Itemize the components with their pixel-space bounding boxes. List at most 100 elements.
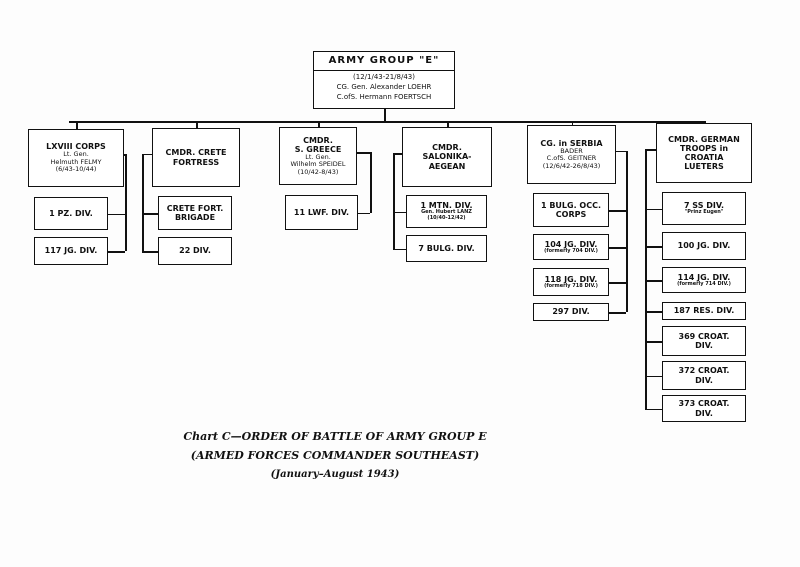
bracket-line (370, 152, 372, 213)
division-box: 11 LWF. DIV. (285, 195, 358, 230)
command-line: Lt. Gen. (305, 152, 331, 161)
division-label: "Prinz Eugen" (684, 209, 724, 216)
command-connector (76, 121, 78, 129)
division-box: CRETE FORT.BRIGADE (158, 196, 232, 230)
bracket-line (626, 150, 628, 312)
division-label: (formerly 704 DIV.) (544, 247, 598, 254)
command-line: LUETERS (684, 162, 724, 172)
caption-dates: (January–August 1943) (270, 469, 400, 480)
bracket-line (393, 153, 395, 249)
branch-stub (645, 375, 662, 377)
division-box: 22 DIV. (158, 237, 232, 265)
command-connector (318, 121, 320, 127)
division-label: 22 DIV. (179, 246, 211, 256)
branch-stub (108, 213, 125, 215)
command-line: Helmuth FELMY (50, 157, 102, 166)
command-line: AEGEAN (428, 161, 466, 171)
command-line: LXVIII CORPS (46, 142, 106, 152)
main-bus-line (69, 121, 706, 123)
division-label: 118 JG. DIV. (544, 274, 598, 284)
command-line: Lt. Gen. (63, 150, 89, 159)
division-label: 297 DIV. (552, 307, 590, 317)
division-box: 297 DIV. (533, 303, 609, 321)
command-connector (196, 121, 198, 128)
branch-stub (609, 210, 626, 212)
division-label: 114 JG. DIV. (677, 272, 731, 282)
branch-stub (393, 211, 406, 213)
command-line: CMDR. (303, 135, 333, 145)
command-line: CMDR. (432, 143, 462, 153)
division-box: 114 JG. DIV.(formerly 714 DIV.) (662, 267, 746, 293)
branch-stub (645, 311, 662, 313)
division-box: 373 CROAT.DIV. (662, 395, 746, 422)
division-label: 7 BULG. DIV. (418, 243, 475, 253)
division-box: 100 JG. DIV. (662, 232, 746, 260)
division-label: (10/40-12/42) (427, 215, 466, 222)
root-dates: (12/1/43-21/8/43) (353, 72, 415, 81)
branch-stub (108, 251, 125, 253)
division-label: 1 BULG. OCC. (540, 200, 601, 210)
command-box: CMDR.SALONIKA-AEGEAN (402, 127, 492, 187)
command-line: CMDR. GERMAN (668, 134, 740, 144)
command-connector (571, 121, 573, 125)
division-label: 372 CROAT. (678, 366, 730, 376)
division-label: 117 JG. DIV. (44, 246, 98, 256)
division-label: DIV. (695, 341, 713, 350)
branch-stub (609, 282, 626, 284)
bracket-stub (616, 150, 626, 152)
branch-stub (645, 208, 662, 210)
command-line: BADER (560, 146, 583, 155)
command-line: TROOPS in (679, 143, 729, 153)
division-box: 118 JG. DIV.(formerly 718 DIV.) (533, 268, 609, 296)
command-line: SALONIKA- (422, 152, 472, 162)
bracket-stub (393, 153, 402, 155)
command-line: (10/42-8/43) (297, 167, 339, 176)
root-connector (384, 109, 386, 121)
command-line: CMDR. CRETE (165, 148, 227, 158)
branch-stub (393, 248, 406, 250)
branch-stub (645, 341, 662, 343)
division-label: 7 SS DIV. (683, 201, 725, 211)
command-line: (12/6/42-26/8/43) (542, 161, 601, 170)
bracket-stub (142, 153, 152, 155)
division-label: (formerly 714 DIV.) (677, 280, 731, 287)
division-label: CRETE FORT. (166, 203, 224, 213)
division-label: Gen. Hubert LANZ (421, 209, 472, 216)
division-label: 11 LWF. DIV. (293, 207, 350, 217)
command-line: (6/43-10/44) (55, 165, 97, 174)
division-box: 104 JG. DIV.(formerly 704 DIV.) (533, 234, 609, 260)
root-title: ARMY GROUP "E" (314, 52, 454, 71)
division-label: 187 RES. DIV. (673, 306, 735, 316)
bracket-line (142, 153, 144, 251)
branch-stub (609, 247, 626, 249)
root-cg: CG. Gen. Alexander LOEHR (336, 82, 432, 91)
army-group-e-box: ARMY GROUP "E" (12/1/43-21/8/43) CG. Gen… (313, 51, 455, 109)
branch-stub (358, 212, 370, 214)
command-line: S. GREECE (294, 144, 342, 154)
bracket-line (645, 149, 647, 409)
division-box: 7 BULG. DIV. (406, 235, 487, 262)
command-line: C.ofS. GEITNER (546, 154, 597, 163)
division-label: 369 CROAT. (678, 331, 730, 341)
division-box: 1 BULG. OCC.CORPS (533, 193, 609, 227)
command-line: CG. in SERBIA (540, 138, 603, 148)
caption-title: Chart C—ORDER OF BATTLE OF ARMY GROUP E (183, 430, 487, 443)
division-box: 187 RES. DIV. (662, 302, 746, 320)
command-connector (704, 121, 706, 123)
division-label: DIV. (695, 375, 713, 385)
division-label: BRIGADE (174, 213, 216, 222)
division-label: DIV. (695, 408, 713, 418)
division-box: 1 PZ. DIV. (34, 197, 108, 230)
bracket-stub (357, 152, 370, 154)
caption-subtitle: (ARMED FORCES COMMANDER SOUTHEAST) (190, 449, 480, 462)
root-cofs: C.ofS. Hermann FOERTSCH (336, 92, 432, 101)
division-label: 1 PZ. DIV. (49, 208, 93, 218)
division-box: 7 SS DIV."Prinz Eugen" (662, 192, 746, 225)
bracket-stub (645, 149, 656, 151)
division-label: (formerly 718 DIV.) (544, 282, 598, 289)
